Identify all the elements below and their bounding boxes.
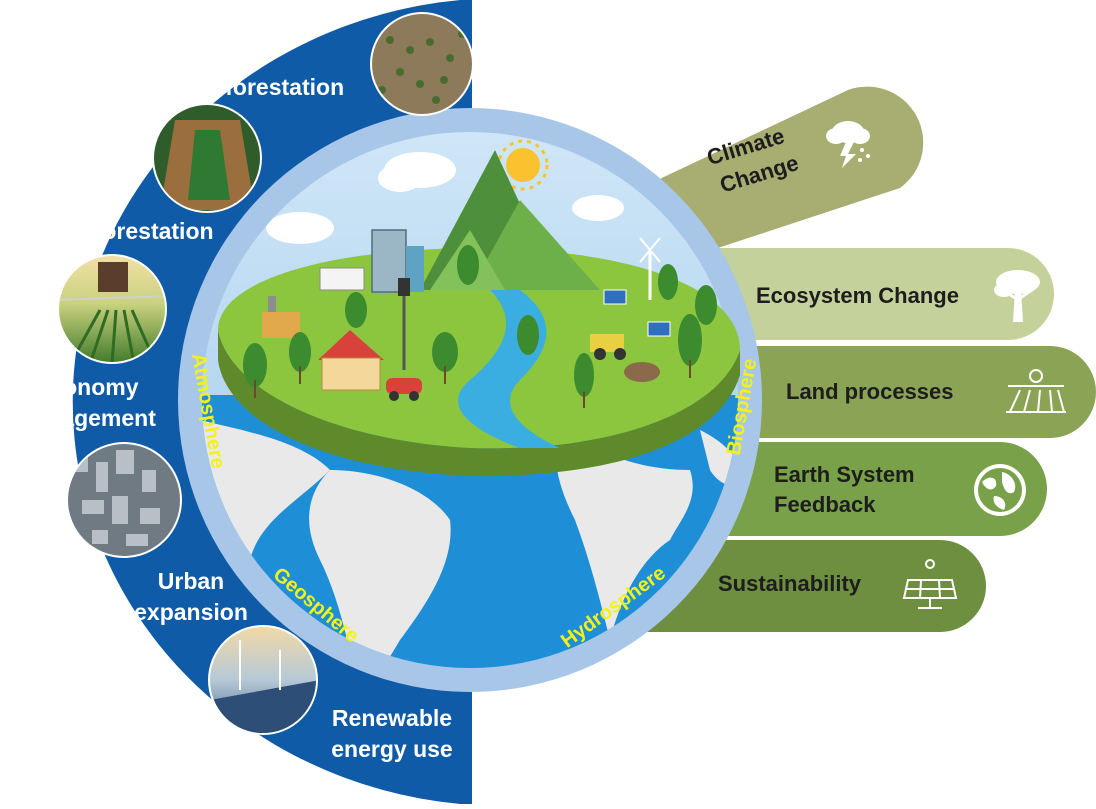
tab-sustainability: Sustainability (718, 569, 861, 599)
activity-afforestation: Afforestation (52, 216, 232, 247)
photo-renewable (208, 625, 318, 735)
field-sun-icon (1006, 369, 1066, 413)
solar-panel-icon (902, 559, 958, 609)
activity-agronomy: Agronomy management (14, 372, 156, 434)
tree-icon (994, 270, 1040, 322)
tab-label-line2: Feedback (774, 492, 876, 517)
photo-agronomy (57, 254, 167, 364)
photo-urban (66, 442, 182, 558)
activity-label: Renewable energy use (331, 705, 453, 762)
photo-afforestation (152, 103, 262, 213)
tab-label-line1: Land processes (786, 379, 954, 404)
landscape-island (218, 150, 740, 477)
tab-earth-system-feedback: Earth System Feedback (774, 460, 915, 520)
activity-urban: Urban expansion (124, 566, 258, 628)
activity-label: Afforestation (70, 218, 214, 244)
tab-land-processes: Land processes (786, 377, 954, 407)
tab-label-line1: Earth System (774, 462, 915, 487)
activity-renewable: Renewable energy use (318, 703, 466, 765)
photo-deforestation (370, 12, 474, 116)
storm-cloud-icon (826, 121, 870, 168)
activity-deforestation: Deforestation (180, 72, 360, 103)
activity-label: Urban expansion (134, 568, 248, 625)
tab-label-line1: Sustainability (718, 571, 862, 596)
activity-label: Deforestation (195, 74, 345, 100)
tab-ecosystem-change: Ecosystem Change (756, 281, 959, 311)
tab-label-line1: Ecosystem Change (756, 283, 959, 308)
globe-icon (974, 464, 1026, 516)
activity-label: Agronomy management (14, 374, 156, 431)
